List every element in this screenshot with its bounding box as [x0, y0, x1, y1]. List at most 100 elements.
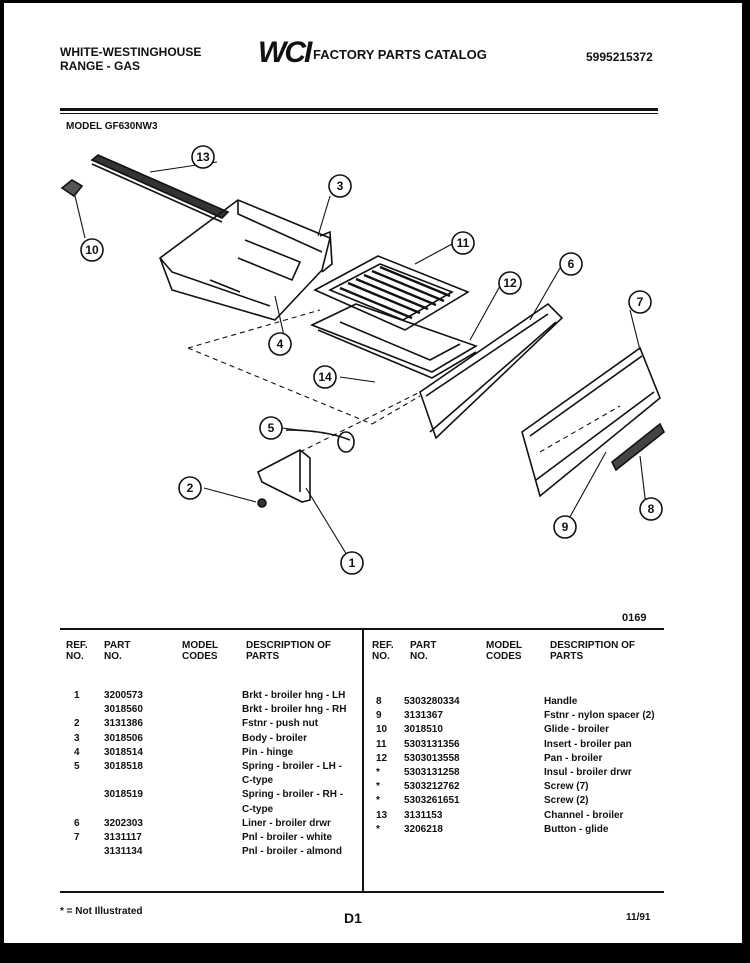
part-row-part: 3131367: [404, 710, 443, 722]
part-row-ref: 3: [74, 732, 80, 744]
callout-13: 13: [191, 145, 215, 169]
part-row-desc: Brkt - broiler hng - LH: [242, 690, 346, 701]
page-number: D1: [344, 910, 362, 926]
callout-7: 7: [628, 290, 652, 314]
catalog-number: 5995215372: [586, 50, 653, 64]
part-row-ref: 12: [376, 752, 388, 764]
header-desc-right: DESCRIPTION OF PARTS: [550, 640, 636, 662]
part-row-ref: 11: [376, 738, 387, 750]
svg-text:10: 10: [85, 243, 99, 257]
catalog-title: FACTORY PARTS CATALOG: [313, 47, 487, 62]
part-row-part: 3018518: [104, 761, 143, 772]
part-row-part: 3131117: [104, 832, 142, 843]
part-broiler-pan: [309, 303, 478, 379]
part-row-desc: Handle: [544, 696, 578, 707]
svg-text:5: 5: [268, 421, 275, 435]
part-row-desc: Pan - broiler: [544, 752, 603, 764]
part-liner-broiler-drawer: [419, 302, 564, 440]
part-row-ref: 2: [74, 718, 80, 730]
callout-11: 11: [451, 231, 475, 255]
part-channel-broiler: [90, 154, 230, 223]
callout-6: 6: [559, 252, 583, 276]
part-row-desc: Pnl - broiler - almond: [242, 846, 343, 858]
header-ref-right: REF. NO.: [372, 640, 394, 662]
wci-logo: WCI: [258, 36, 312, 69]
part-row-part: 5303280334: [404, 696, 460, 707]
header-rule-thin: [60, 113, 658, 114]
header-model-right: MODEL CODES: [486, 640, 522, 662]
drawing-number: 0169: [622, 612, 647, 624]
part-row-part: 3018560: [104, 704, 143, 716]
part-row-part: 3131386: [104, 718, 143, 730]
svg-text:8: 8: [648, 502, 655, 516]
header-ref-left: REF. NO.: [66, 640, 88, 662]
header-model-left: MODEL CODES: [182, 640, 218, 662]
table-top-rule: [60, 628, 664, 630]
part-glide-broiler: [60, 179, 84, 198]
part-row-part: 3018519: [104, 789, 143, 801]
part-row-desc: Spring - broiler - RH -: [242, 789, 344, 801]
part-row-ref: 5: [74, 761, 80, 772]
model-number: MODEL GF630NW3: [66, 121, 158, 132]
part-row-part: 3018510: [404, 724, 443, 736]
table-bottom-rule: [60, 891, 664, 893]
part-row-part: 5303131258: [404, 767, 460, 778]
callout-3: 3: [328, 174, 352, 198]
svg-text:1: 1: [349, 556, 356, 570]
part-row-part: 5303212762: [404, 781, 460, 793]
part-row-ref: *: [376, 823, 380, 835]
part-row-desc: C-type: [242, 803, 274, 815]
part-row-part: 3202303: [104, 817, 143, 829]
part-row-desc: Spring - broiler - LH -: [242, 761, 342, 772]
part-broiler-body: [159, 199, 333, 321]
header-rule: [60, 108, 658, 111]
part-row-desc: Button - glide: [544, 823, 609, 835]
svg-text:7: 7: [637, 295, 644, 309]
part-row-part: 3018514: [104, 746, 143, 758]
part-row-part: 3131153: [404, 809, 443, 821]
publication-date: 11/91: [626, 912, 651, 923]
part-row-part: 3018506: [104, 732, 143, 744]
part-row-part: 3200573: [104, 690, 143, 701]
callout-1: 1: [340, 551, 364, 575]
svg-text:3: 3: [337, 179, 344, 193]
part-row-desc: Fstnr - nylon spacer (2): [544, 710, 655, 722]
part-row-ref: *: [376, 795, 380, 807]
brand-name: WHITE-WESTINGHOUSE: [60, 45, 202, 59]
part-row-ref: *: [376, 767, 380, 778]
part-row-desc: Insert - broiler pan: [544, 738, 632, 750]
part-row-desc: Glide - broiler: [544, 724, 610, 736]
svg-text:4: 4: [277, 337, 284, 351]
part-row-desc: Screw (2): [544, 795, 589, 807]
part-row-desc: Pnl - broiler - white: [242, 832, 333, 843]
callout-4: 4: [268, 332, 292, 356]
part-row-desc: Pin - hinge: [242, 746, 294, 758]
callout-14: 14: [313, 365, 337, 389]
svg-text:9: 9: [562, 520, 569, 534]
part-row-ref: 4: [74, 746, 80, 758]
header-desc-left: DESCRIPTION OF PARTS: [246, 640, 332, 662]
part-row-desc: Brkt - broiler hng - RH: [242, 704, 347, 716]
part-row-desc: Channel - broiler: [544, 809, 624, 821]
part-handle: [610, 422, 666, 472]
product-type: RANGE - GAS: [60, 59, 141, 73]
part-row-desc: Fstnr - push nut: [242, 718, 319, 730]
part-row-desc: C-type: [242, 775, 274, 787]
part-row-desc: Insul - broiler drwr: [544, 767, 632, 778]
part-row-part: 5303131356: [404, 738, 460, 750]
part-row-ref: 1: [74, 690, 80, 701]
header-part-right: PART NO.: [410, 640, 437, 662]
part-row-ref: *: [376, 781, 380, 793]
part-row-ref: 10: [376, 724, 388, 736]
part-row-ref: 13: [376, 809, 388, 821]
svg-text:14: 14: [318, 370, 332, 384]
part-row-ref: 9: [376, 710, 382, 722]
svg-text:2: 2: [187, 481, 194, 495]
callout-10: 10: [80, 238, 104, 262]
callout-9: 9: [553, 515, 577, 539]
svg-text:6: 6: [568, 257, 575, 271]
part-row-desc: Body - broiler: [242, 732, 308, 744]
part-row-ref: 7: [74, 832, 80, 843]
part-row-part: 3131134: [104, 846, 143, 858]
part-hinge-bracket: [256, 449, 311, 503]
